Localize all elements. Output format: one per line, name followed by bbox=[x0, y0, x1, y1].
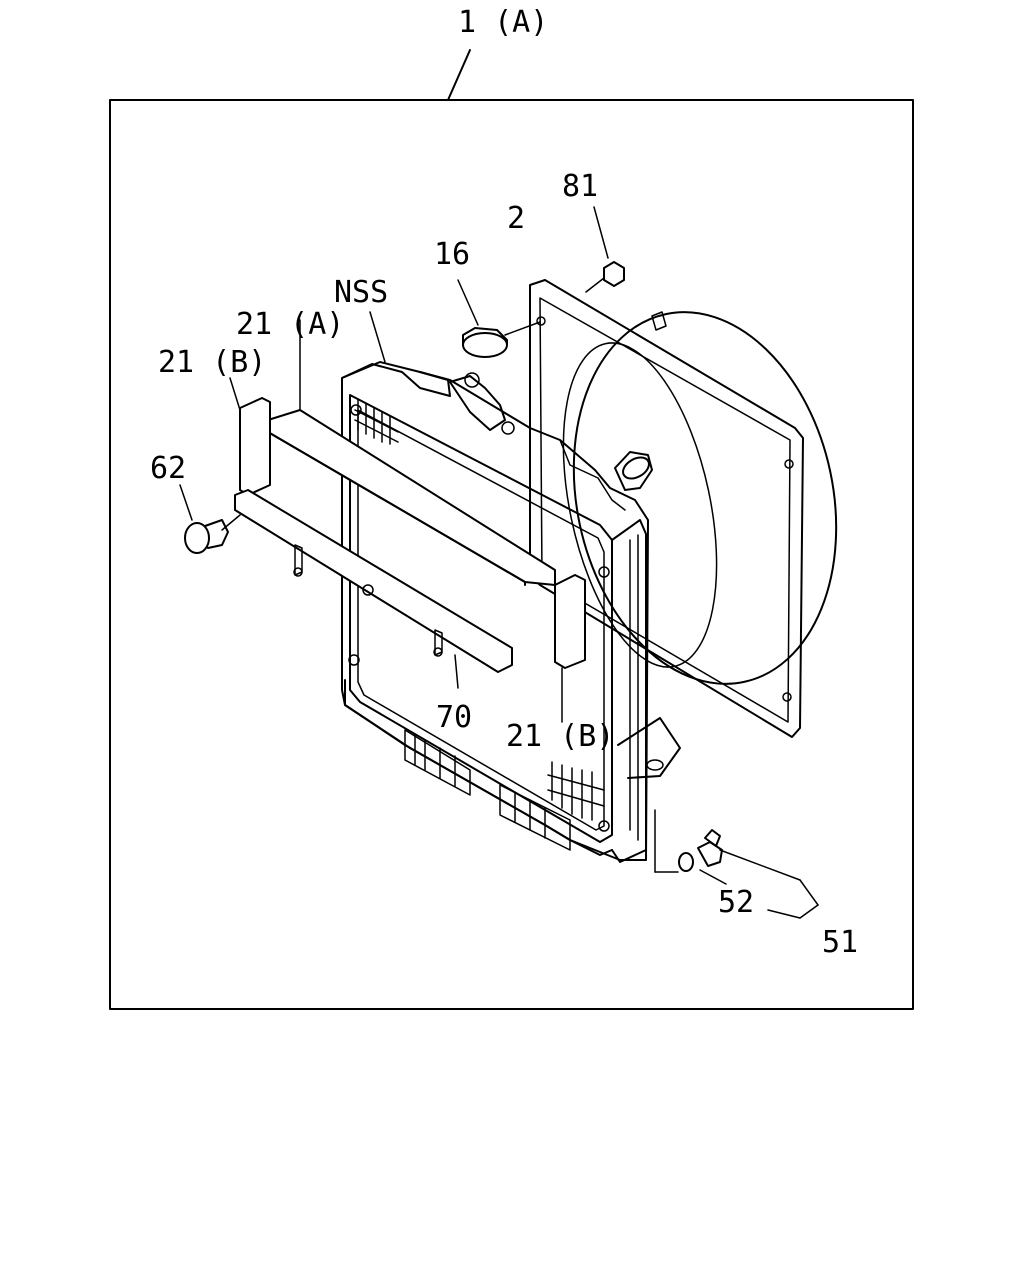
callout-assembly: 1 (A) bbox=[458, 5, 548, 40]
callout-bolt-81: 81 bbox=[562, 169, 598, 204]
side-bracket-21b-left bbox=[229, 377, 271, 496]
side-bracket-21b-right bbox=[554, 574, 586, 723]
bolt-62 bbox=[179, 484, 241, 554]
diagram-frame bbox=[109, 99, 914, 1010]
callout-cap: 16 bbox=[434, 237, 470, 272]
leader-assembly bbox=[447, 49, 471, 101]
callout-bracket-b-right: 21 (B) bbox=[506, 719, 614, 754]
radiator-core bbox=[341, 361, 681, 873]
callout-shroud: 2 bbox=[507, 201, 525, 236]
drain-cock-51 bbox=[678, 829, 819, 919]
callout-bracket-b-left: 21 (B) bbox=[158, 345, 266, 380]
leader-nss bbox=[369, 311, 386, 363]
callout-bolt-62: 62 bbox=[150, 451, 186, 486]
callout-drain-51: 51 bbox=[822, 925, 858, 960]
callout-washer-52: 52 bbox=[718, 885, 754, 920]
bolt-81 bbox=[585, 206, 625, 293]
fan-shroud bbox=[529, 279, 838, 738]
bar-70 bbox=[234, 489, 513, 689]
callout-nss: NSS bbox=[334, 275, 388, 310]
radiator-cap-16 bbox=[457, 279, 541, 388]
callout-bracket-a: 21 (A) bbox=[236, 307, 344, 342]
callout-bar-70: 70 bbox=[436, 700, 472, 735]
